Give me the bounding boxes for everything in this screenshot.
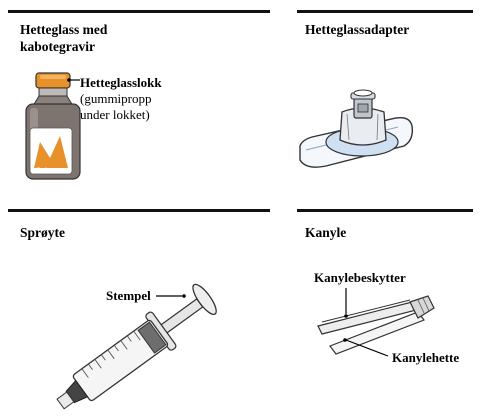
vial-title-line1: Hetteglass med — [20, 22, 108, 37]
needle-cap-label: Kanylehette — [392, 350, 459, 366]
vial-mark: 3 mL — [37, 167, 48, 173]
plunger-label: Stempel — [106, 288, 151, 304]
vial-cap-note-line2: under lokket) — [80, 107, 150, 122]
needle-cap-label-text: Kanylehette — [392, 350, 460, 365]
needle-title: Kanyle — [305, 225, 347, 240]
top-right-rule — [297, 10, 473, 13]
syringe-title: Sprøyte — [20, 225, 65, 240]
vial-cap-note-line1: (gummipropp — [80, 91, 152, 106]
vial-title-line2: kabotegravir — [20, 39, 95, 54]
vial-title: Hetteglass med kabotegravir — [20, 21, 107, 55]
syringe-illustration — [56, 283, 217, 410]
needle-illustration — [317, 288, 435, 357]
mid-right-rule — [297, 209, 473, 212]
needle-guard-label: Kanylebeskytter — [314, 270, 406, 286]
adapter-illustration — [299, 89, 414, 168]
top-left-rule — [8, 10, 270, 13]
needle-guard-label-text: Kanylebeskytter — [314, 270, 406, 285]
vial-cap-label: Hetteglasslokk (gummipropp under lokket) — [80, 75, 162, 123]
vial-illustration: 3 mL — [25, 72, 81, 180]
mid-left-rule — [8, 209, 270, 212]
plunger-label-text: Stempel — [106, 288, 151, 303]
vial-cap-label-text: Hetteglasslokk — [80, 75, 162, 90]
adapter-title: Hetteglassadapter — [305, 22, 410, 37]
